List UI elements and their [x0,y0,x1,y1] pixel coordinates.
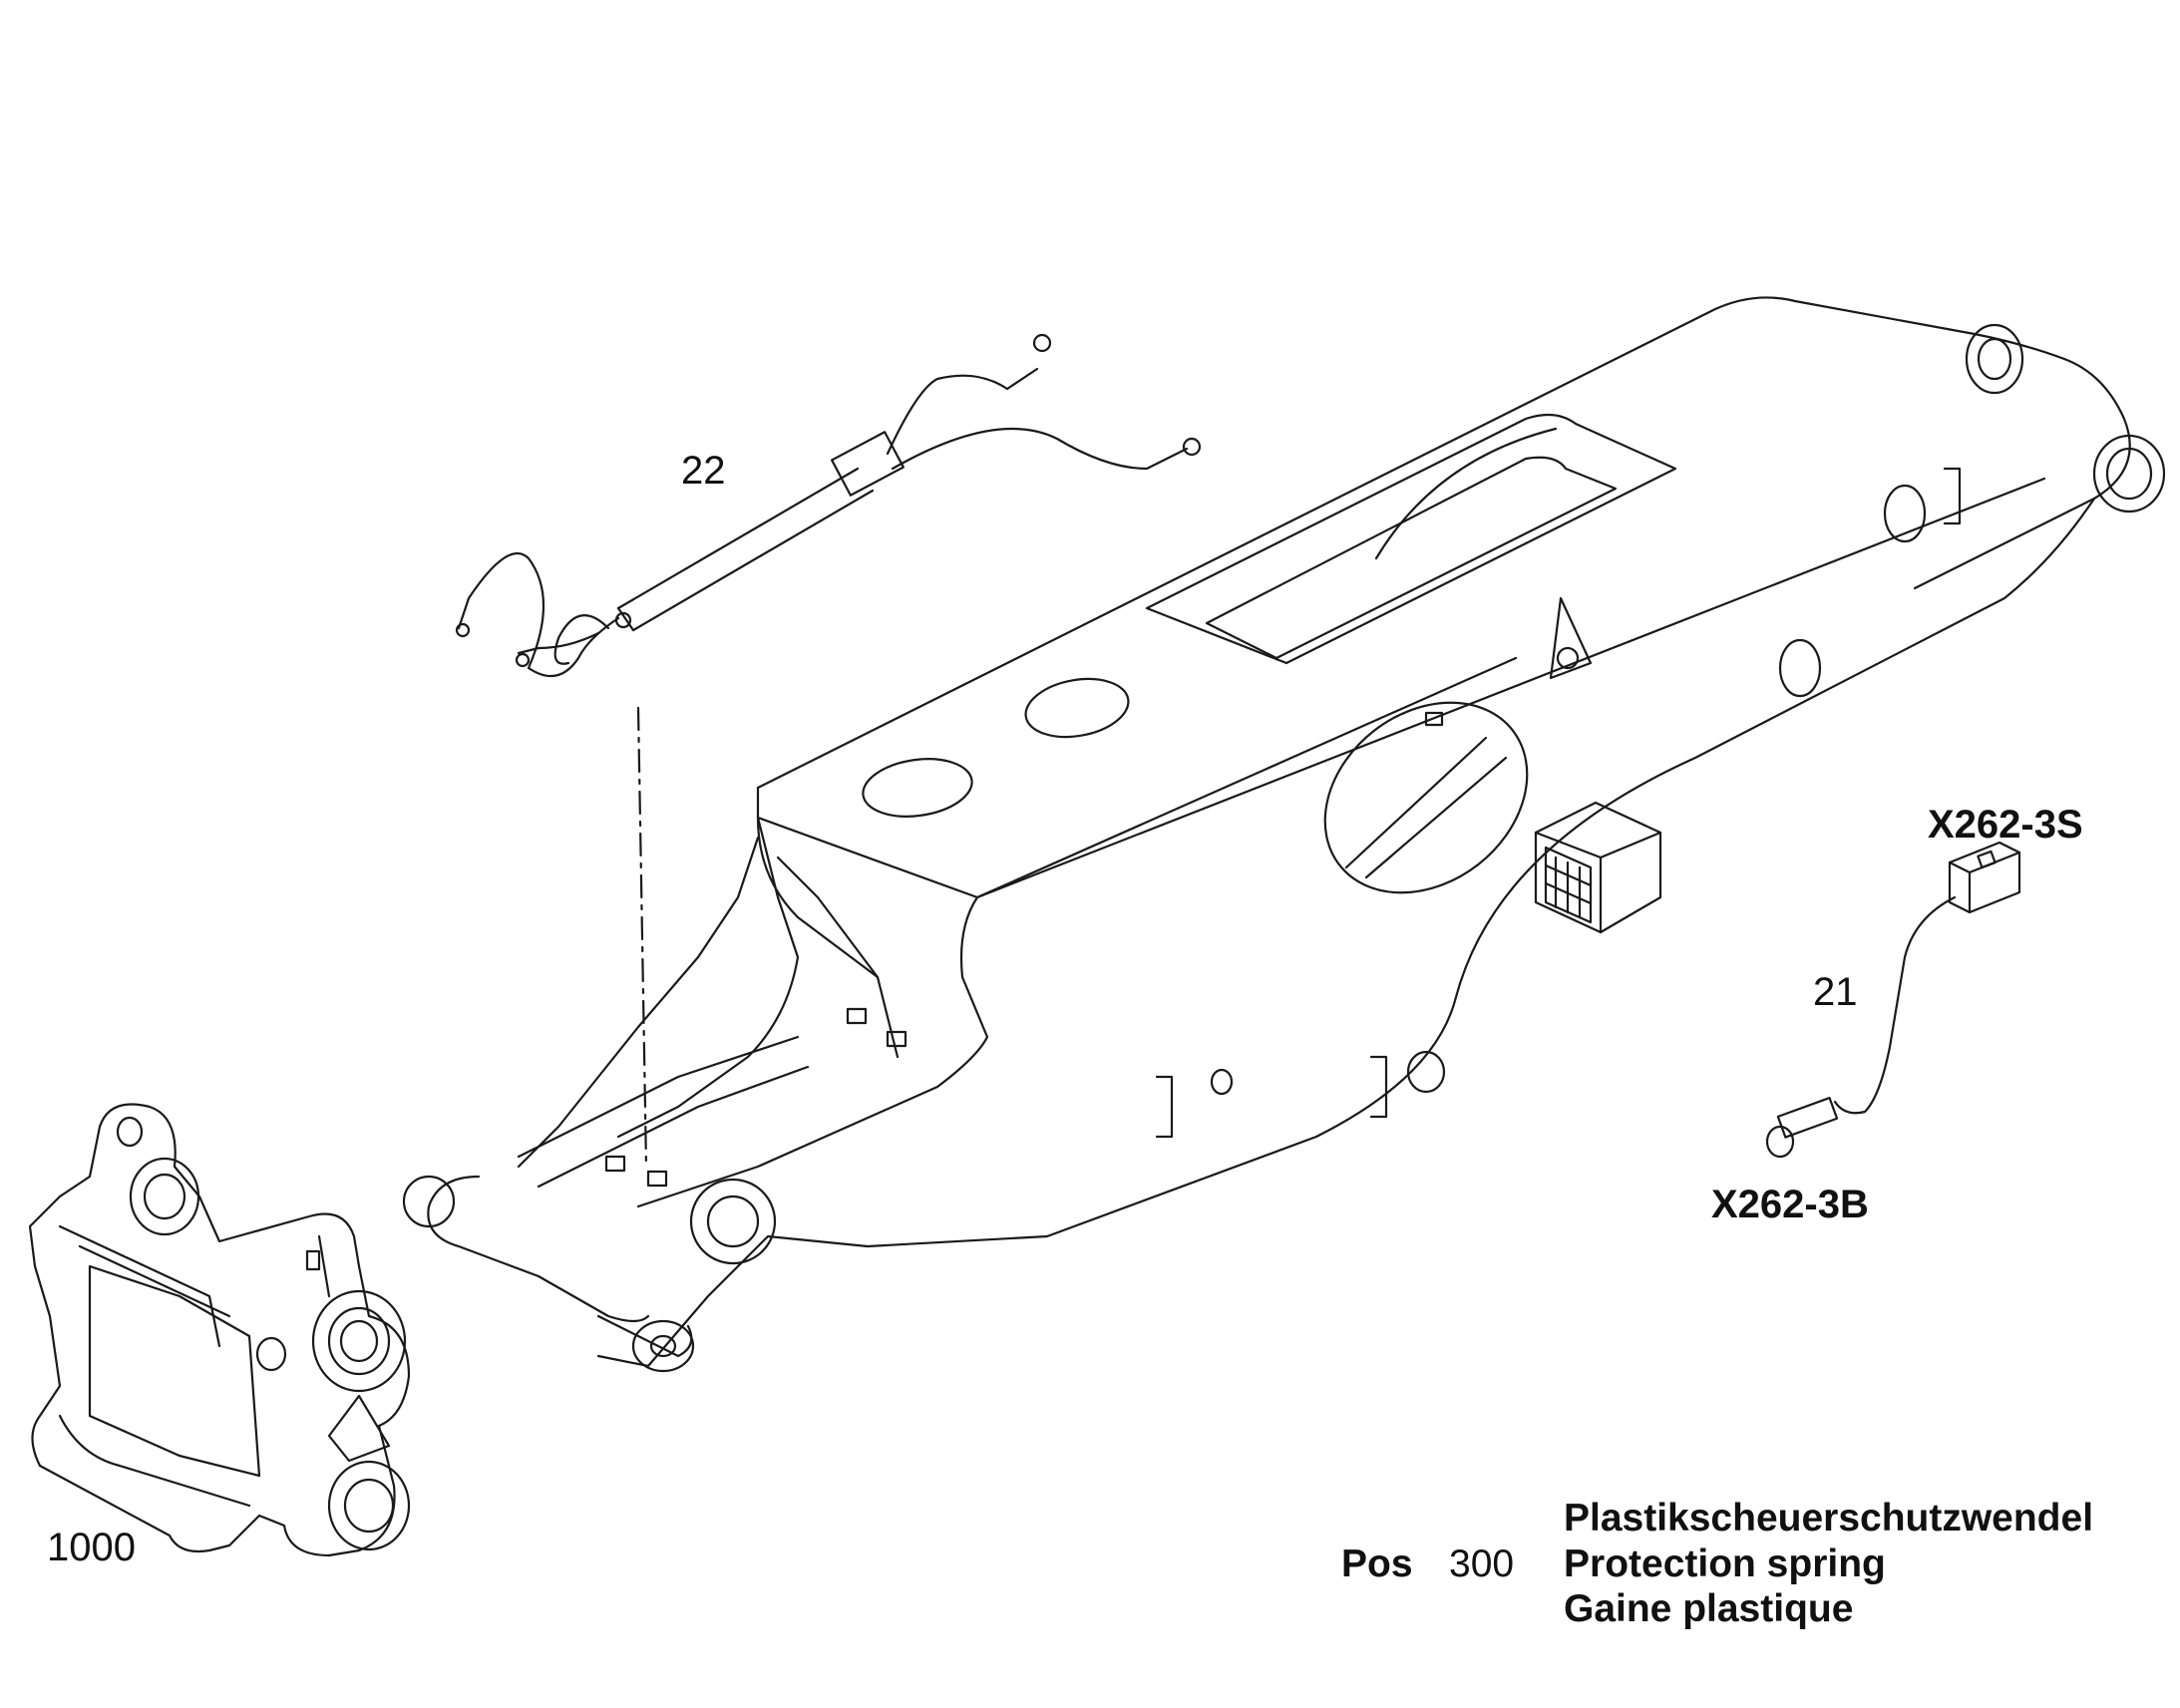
callout-1000: 1000 [47,1526,136,1569]
connector-socket-label: X262-3S [1928,803,2083,847]
legend-line-french: Gaine plastique [1564,1587,1854,1630]
legend-line-english: Protection spring [1564,1542,1886,1585]
boom-arm [402,296,2166,1373]
callout-22: 22 [681,449,726,493]
legend-position: 300 [1449,1542,1515,1585]
legend-line-german: Plastikscheuerschutzwendel [1564,1497,2094,1539]
hydraulic-hose-assembly [455,333,1202,678]
sensor-cable [1765,841,2021,1159]
work-light [1534,801,1662,934]
legend-prefix: Pos [1341,1542,1413,1585]
callout-21: 21 [1813,970,1858,1014]
quick-coupler [28,1103,411,1557]
connector-plug-label: X262-3B [1711,1183,1869,1226]
assembly-line [636,706,648,1169]
